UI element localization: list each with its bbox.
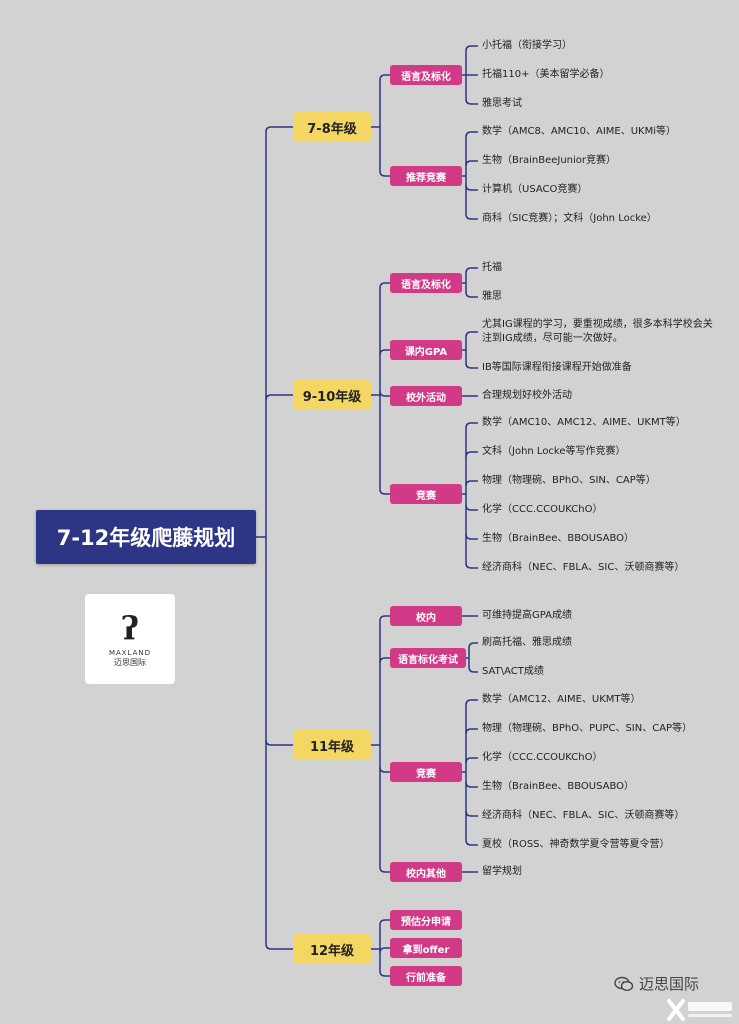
- leaf-item: 尤其IG课程的学习，要重视成绩，很多本科学校会关注到IG成绩，尽可能一次做好。: [482, 319, 713, 344]
- connector-line: [468, 642, 478, 649]
- connector-line: [465, 504, 478, 511]
- category-offer-12: 拿到offer: [390, 938, 462, 958]
- category-gpa-9-10: 课内GPA: [390, 340, 462, 360]
- connector-line: [379, 657, 390, 664]
- connector-line: [379, 170, 390, 177]
- connector-line: [465, 362, 478, 369]
- connector-line: [465, 480, 478, 487]
- connector-line: [465, 451, 478, 458]
- leaf-item: 小托福（衔接学习）: [482, 40, 572, 51]
- leaf-item: 经济商科（NEC、FBLA、SIC、沃顿商赛等）: [482, 562, 685, 573]
- connector-line: [465, 422, 478, 429]
- leaf-item: 生物（BrainBee、BBOUSABO）: [482, 781, 635, 792]
- connector-line: [465, 131, 478, 138]
- leaf-item: 生物（BrainBee、BBOUSABO）: [482, 533, 635, 544]
- leaf-item: 物理（物理碗、BPhO、PUPC、SIN、CAP等）: [482, 723, 693, 734]
- leaf-item: 数学（AMC8、AMC10、AIME、UKMi等）: [482, 126, 677, 137]
- leaf-item: 文科（John Locke等写作竞赛）: [482, 446, 626, 457]
- grade-node-9-10: 9-10年级: [293, 380, 371, 410]
- category-other-11: 校内其他: [390, 862, 462, 882]
- connector-line: [465, 98, 478, 105]
- category-competition-9-10: 竞赛: [390, 484, 462, 504]
- category-language-11: 语言标化考试: [390, 648, 466, 668]
- question-mark-logo-icon: ʔ: [121, 608, 139, 647]
- connector-line: [465, 291, 478, 298]
- connector-line: [379, 919, 390, 926]
- leaf-item: 刷高托福、雅思成绩: [482, 637, 572, 648]
- leaf-item: SAT\ACT成绩: [482, 666, 544, 677]
- logo-english-name: MAXLAND: [108, 648, 152, 657]
- connector-line: [465, 728, 478, 735]
- connector-line: [379, 766, 390, 773]
- leaf-item: 合理规划好校外活动: [482, 390, 572, 401]
- leaf-item: 物理（物理碗、BPhO、SIN、CAP等）: [482, 475, 656, 486]
- leaf-item: 生物（BrainBeeJunior竞赛）: [482, 155, 617, 166]
- connector-line: [465, 160, 478, 167]
- connector-line: [468, 666, 478, 673]
- maxland-logo: ʔ MAXLAND 迈思国际: [85, 594, 175, 684]
- leaf-item: 夏校（ROSS、神奇数学夏令营等夏令营）: [482, 839, 670, 850]
- category-activities-9-10: 校外活动: [390, 386, 462, 406]
- connector-line: [465, 184, 478, 191]
- leaf-item: 化学（CCC.CCOUKChO）: [482, 504, 603, 515]
- connector-line: [379, 488, 390, 495]
- wechat-icon: [614, 976, 634, 991]
- connector-line: [465, 810, 478, 817]
- leaf-item: 托福110+（美本留学必备）: [482, 69, 610, 80]
- connector-line: [465, 839, 478, 846]
- corner-logo-icon: [667, 999, 732, 1021]
- connector-line: [379, 866, 390, 873]
- connector-line: [379, 970, 390, 977]
- category-competition-7-8: 推荐竞赛: [390, 166, 462, 186]
- leaf-item: IB等国际课程衔接课程开始做准备: [482, 362, 632, 373]
- leaf-item: 商科（SIC竞赛）；文科（John Locke）: [482, 213, 657, 224]
- category-language-9-10: 语言及标化: [390, 273, 462, 293]
- leaf-item: 托福: [482, 262, 502, 273]
- connector-line: [465, 699, 478, 706]
- connector-line: [465, 331, 478, 338]
- connector-line: [465, 533, 478, 540]
- connector-line: [465, 757, 478, 764]
- connector-line: [465, 562, 478, 569]
- connector-line: [265, 126, 293, 133]
- leaf-item: 经济商科（NEC、FBLA、SIC、沃顿商赛等）: [482, 810, 685, 821]
- leaf-item: 雅思考试: [482, 98, 522, 109]
- watermark-brand: 迈思国际: [614, 973, 699, 994]
- leaf-item: 数学（AMC10、AMC12、AIME、UKMT等）: [482, 417, 686, 428]
- connector-line: [265, 943, 293, 950]
- leaf-item: 计算机（USACO竞赛）: [482, 184, 588, 195]
- category-school-11: 校内: [390, 606, 462, 626]
- category-prep-12: 行前准备: [390, 966, 462, 986]
- connector-line: [379, 947, 390, 954]
- category-competition-11: 竞赛: [390, 762, 462, 782]
- grade-node-11: 11年级: [293, 730, 371, 760]
- connector-line: [379, 390, 390, 397]
- connector-line: [265, 394, 293, 401]
- logo-chinese-name: 迈思国际: [114, 657, 146, 667]
- connector-line: [379, 615, 390, 622]
- connector-line: [379, 74, 390, 81]
- category-apply-12: 预估分申请: [390, 910, 462, 930]
- grade-node-7-8: 7-8年级: [293, 112, 371, 142]
- leaf-item: 留学规划: [482, 866, 522, 877]
- leaf-item: 数学（AMC12、AIME、UKMT等）: [482, 694, 641, 705]
- connector-line: [465, 213, 478, 220]
- leaf-item: 化学（CCC.CCOUKChO）: [482, 752, 603, 763]
- connector-line: [379, 282, 390, 289]
- leaf-item: 可维持提高GPA成绩: [482, 610, 572, 621]
- connector-line: [465, 267, 478, 274]
- connector-line: [465, 45, 478, 52]
- root-title: 7-12年级爬藤规划: [36, 510, 256, 564]
- watermark-brand-text: 迈思国际: [639, 975, 700, 993]
- grade-node-12: 12年级: [293, 934, 371, 964]
- connector-line: [265, 739, 293, 746]
- leaf-item: 雅思: [482, 291, 502, 302]
- connector-line: [465, 781, 478, 788]
- connector-line: [379, 349, 390, 356]
- category-language-7-8: 语言及标化: [390, 65, 462, 85]
